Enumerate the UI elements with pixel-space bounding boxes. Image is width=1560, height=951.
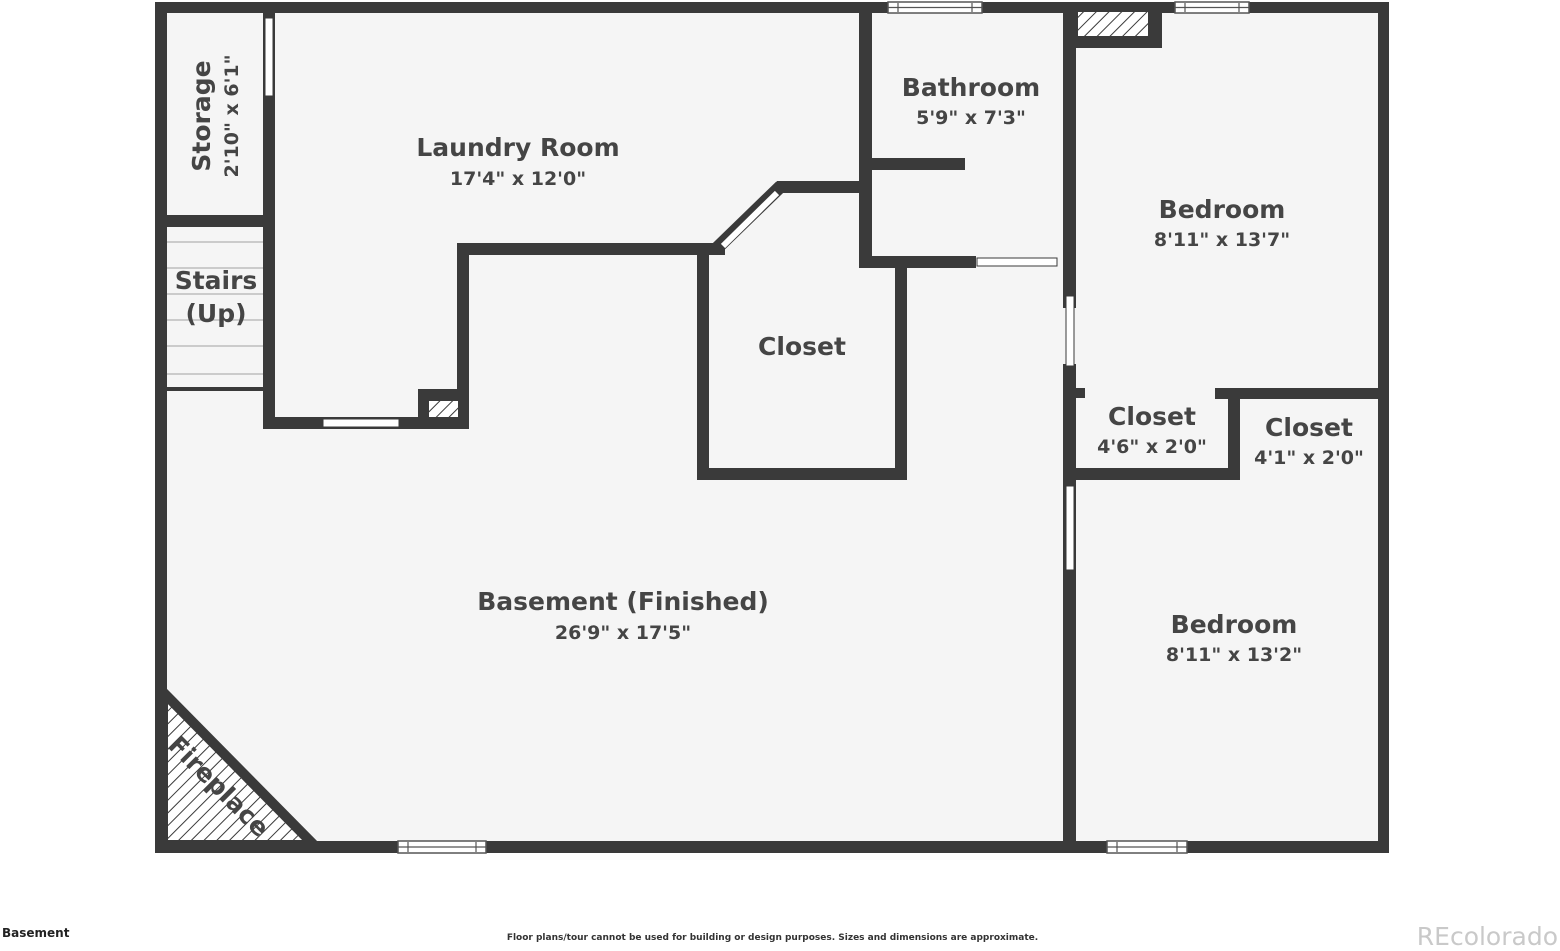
bedroom-bottom-name: Bedroom <box>1171 610 1298 639</box>
chimney-hatch <box>1078 12 1148 36</box>
laundry-box-hatch <box>429 401 458 417</box>
brand-watermark: REcolorado <box>1416 922 1558 951</box>
storage-label: Storage 2'10" x 6'1" <box>187 54 243 177</box>
bathroom-dim: 5'9" x 7'3" <box>916 107 1026 129</box>
diagonal-door <box>720 190 780 249</box>
bedroom-top-name: Bedroom <box>1159 195 1286 224</box>
disclaimer-text: Floor plans/tour cannot be used for buil… <box>506 933 1039 943</box>
bedroom-bottom-dim: 8'11" x 13'2" <box>1166 644 1302 666</box>
window-panes <box>398 3 1249 852</box>
basement-dim: 26'9" x 17'5" <box>555 622 691 644</box>
floor-label: Basement <box>2 926 70 940</box>
storage-dim: 2'10" x 6'1" <box>221 54 243 177</box>
closet-left-name: Closet <box>1108 402 1196 431</box>
laundry-dim: 17'4" x 12'0" <box>450 168 586 190</box>
stairs-name: Stairs <box>175 266 258 295</box>
bathroom-name: Bathroom <box>902 73 1040 102</box>
stairs-direction: (Up) <box>185 299 246 328</box>
openings <box>264 17 1075 571</box>
basement-name: Basement (Finished) <box>477 587 769 616</box>
stairs-treads <box>167 241 263 375</box>
storage-name: Storage <box>187 60 216 171</box>
closet-right-name: Closet <box>1265 413 1353 442</box>
bedroom-top-dim: 8'11" x 13'7" <box>1154 229 1290 251</box>
laundry-name: Laundry Room <box>416 133 619 162</box>
fireplace-edge <box>159 688 318 849</box>
closet-center-name: Closet <box>758 332 846 361</box>
closet-right-dim: 4'1" x 2'0" <box>1254 447 1364 469</box>
closet-left-dim: 4'6" x 2'0" <box>1097 436 1207 458</box>
